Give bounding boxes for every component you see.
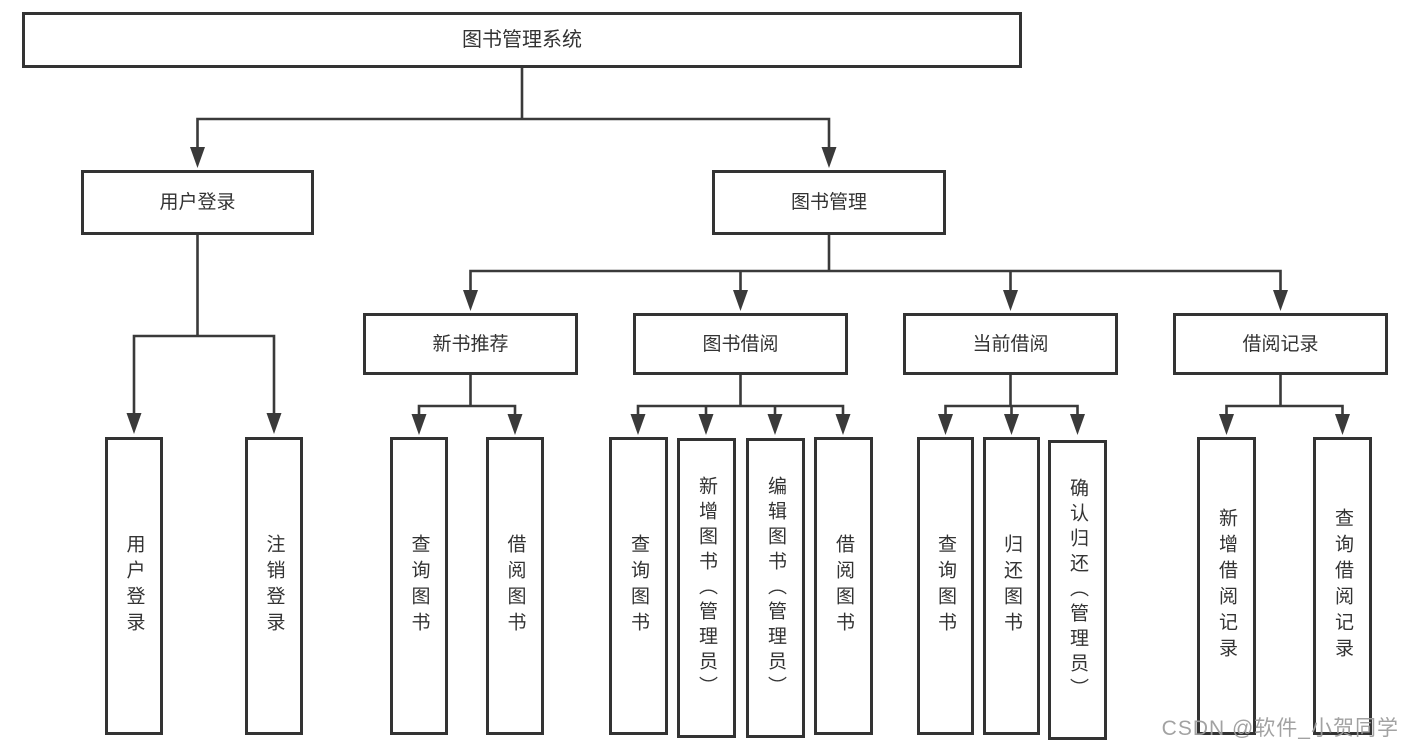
- arrowhead-icon: [411, 414, 427, 435]
- arrowhead-icon: [1003, 290, 1018, 311]
- arrowhead-icon: [1070, 414, 1085, 435]
- node-root: 图书管理系统: [22, 12, 1022, 68]
- arrowhead-icon: [767, 414, 783, 435]
- arrowhead-icon: [266, 413, 282, 434]
- node-book-borrowing: 图书借阅: [633, 313, 848, 375]
- connector-recommend-to-children: [411, 373, 523, 435]
- arrowhead-icon: [630, 414, 646, 435]
- leaf-borrow-books: 借阅图书: [814, 437, 873, 735]
- connector-records-to-children: [1219, 373, 1350, 435]
- leaf-add-book-admin: 新增图书（管理员）: [677, 438, 736, 738]
- arrowhead-icon: [1335, 414, 1350, 435]
- leaf-user-login: 用户登录: [105, 437, 163, 735]
- connector-book-mgmt-to-level3: [463, 233, 1288, 311]
- leaf-logout: 注销登录: [245, 437, 303, 735]
- connector-borrow-to-children: [630, 373, 851, 435]
- connector-user-login-to-children: [126, 233, 282, 434]
- arrowhead-icon: [835, 414, 851, 435]
- arrowhead-icon: [1219, 414, 1234, 435]
- leaf-confirm-return-admin: 确认归还（管理员）: [1048, 440, 1107, 740]
- leaf-return-books: 归还图书: [983, 437, 1040, 735]
- leaf-query-borrow-record: 查询借阅记录: [1313, 437, 1372, 735]
- arrowhead-icon: [1273, 290, 1288, 311]
- arrowhead-icon: [126, 413, 142, 434]
- leaf-add-borrow-record: 新增借阅记录: [1197, 437, 1256, 735]
- arrowhead-icon: [463, 290, 478, 311]
- arrowhead-icon: [1004, 414, 1019, 435]
- connector-current-to-children: [938, 373, 1085, 435]
- leaf-query-books-current: 查询图书: [917, 437, 974, 735]
- leaf-borrow-books-recommend: 借阅图书: [486, 437, 544, 735]
- watermark: CSDN @软件_小贺同学: [1161, 717, 1399, 740]
- arrowhead-icon: [507, 414, 523, 435]
- arrowhead-icon: [821, 147, 837, 168]
- node-borrowing-records: 借阅记录: [1173, 313, 1388, 375]
- node-user-login: 用户登录: [81, 170, 314, 235]
- leaf-query-books-recommend: 查询图书: [390, 437, 448, 735]
- arrowhead-icon: [698, 414, 714, 435]
- arrowhead-icon: [190, 147, 205, 168]
- leaf-query-books-borrow: 查询图书: [609, 437, 668, 735]
- leaf-edit-book-admin: 编辑图书（管理员）: [746, 438, 805, 738]
- connector-root-to-level2: [190, 66, 837, 168]
- arrowhead-icon: [733, 290, 748, 311]
- node-book-management: 图书管理: [712, 170, 946, 235]
- node-current-borrowing: 当前借阅: [903, 313, 1118, 375]
- node-new-book-recommendation: 新书推荐: [363, 313, 578, 375]
- arrowhead-icon: [938, 414, 953, 435]
